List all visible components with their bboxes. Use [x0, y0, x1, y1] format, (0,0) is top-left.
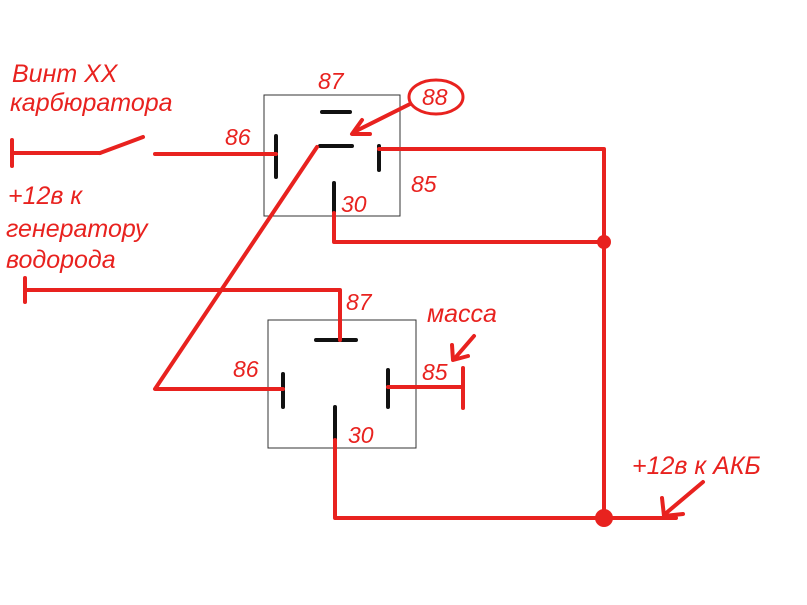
relay-bottom-pin-86-label: 86 — [233, 356, 259, 382]
wire-top-88-to-bottom-86 — [153, 145, 319, 391]
label-gen-line1: +12в к — [8, 182, 83, 210]
wire-bottom-30-to-battery — [333, 438, 678, 520]
arrow-battery-head — [660, 496, 685, 518]
relay-bottom-pin-87-label: 87 — [346, 289, 373, 315]
label-screw-line2: карбюратора — [10, 89, 173, 117]
relay-top-pin-87-label: 87 — [318, 68, 345, 94]
wire-gen-to-bottom-87 — [23, 288, 342, 342]
screw-switch-blade — [98, 135, 145, 155]
relay-top-pin-85-label: 85 — [411, 171, 437, 197]
callout-88-ellipse — [407, 78, 465, 116]
wire-top-85-to-bus — [377, 147, 606, 520]
wire-top-30-to-bus — [332, 211, 606, 244]
arrow-battery-shaft — [663, 480, 705, 516]
label-gen-line2: генератору — [6, 215, 149, 243]
relay-bottom-pin-85-label: 85 — [422, 359, 448, 385]
arrow-88-shaft — [352, 102, 412, 134]
wires — [10, 78, 705, 520]
relay-top-pin-86-label: 86 — [225, 124, 251, 150]
arrow-88-head — [350, 118, 372, 136]
arrow-mass-head — [450, 343, 470, 362]
arrow-mass-shaft — [453, 334, 476, 360]
junction-dot-upper — [597, 235, 611, 249]
label-battery: +12в к АКБ — [632, 452, 761, 480]
junction-dot-lower — [595, 509, 613, 527]
callout-88-label: 88 — [422, 84, 448, 110]
label-mass: масса — [427, 300, 497, 328]
relay-bottom-pin-30-label: 30 — [348, 422, 374, 448]
relay-top-pin-30-label: 30 — [341, 191, 367, 217]
relay-top-contacts — [274, 110, 381, 215]
label-screw-line1: Винт ХХ — [12, 60, 119, 88]
label-gen-line3: водорода — [6, 246, 116, 274]
